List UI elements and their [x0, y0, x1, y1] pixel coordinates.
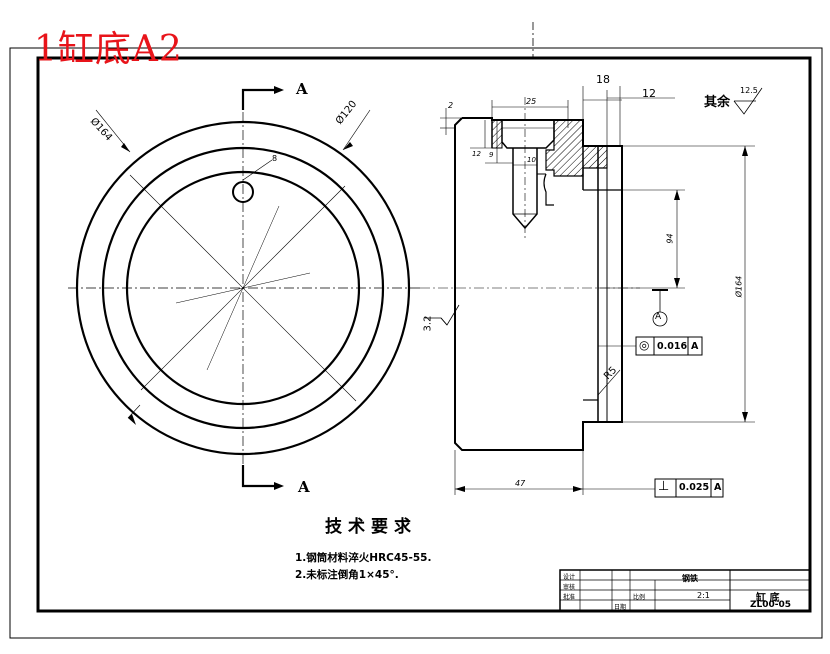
- tb-scale: 2:1: [697, 591, 710, 600]
- perp-symbol: ⊥: [658, 479, 670, 494]
- tb-part-name: 缸 底: [756, 593, 780, 604]
- title-block: [559, 569, 811, 612]
- dim-top-small: 2: [448, 101, 454, 110]
- section-label-top: A: [296, 80, 308, 98]
- dim-left-12: 12: [472, 150, 481, 158]
- dim-94: 94: [665, 233, 675, 244]
- requirement-item-1: 1.钢筒材料淬火HRC45-55.: [295, 552, 432, 564]
- section-marker-top: [241, 86, 284, 110]
- requirements-title: 技术要求: [325, 517, 417, 537]
- perp-datum: A: [714, 482, 722, 493]
- dim-18: 18: [596, 73, 610, 86]
- coaxial-symbol: ◎: [639, 338, 650, 352]
- left-view: [68, 109, 420, 465]
- other-roughness-value: 12.5: [740, 86, 758, 95]
- dim-12: 12: [642, 87, 656, 100]
- tb-cell-review: 审核: [563, 584, 576, 591]
- section-marker-bottom: [241, 465, 284, 490]
- requirement-item-2: 2.未标注倒角1×45°.: [295, 569, 399, 581]
- dim-25: 25: [526, 97, 537, 106]
- coaxial-datum: A: [691, 341, 699, 352]
- dim-left-9: 9: [489, 151, 494, 159]
- dim-47: 47: [515, 479, 526, 488]
- dim-10: 10: [527, 156, 536, 164]
- section-label-bottom: A: [298, 478, 310, 496]
- other-roughness-label: 其余: [704, 95, 731, 110]
- drawing-border: [36, 56, 812, 613]
- tb-material: 钢铁: [682, 574, 698, 583]
- right-section-view: [420, 86, 763, 498]
- tb-cell-approve: 批准: [563, 594, 576, 601]
- tb-cell-scale: 比例: [633, 594, 646, 601]
- drawing-title: 1缸底A2: [34, 29, 183, 70]
- dim-main-diameter: Ø164: [734, 275, 744, 298]
- coaxial-value: 0.016: [657, 341, 688, 352]
- outer-frame: [9, 47, 823, 639]
- datum-label: A: [655, 312, 662, 322]
- perp-value: 0.025: [679, 482, 710, 493]
- tb-cell-design: 设计: [563, 574, 576, 581]
- dim-hole-note: 8: [272, 154, 278, 163]
- tb-cell-date: 日期: [614, 604, 627, 611]
- tb-drawing-no: ZL00-05: [750, 600, 792, 610]
- roughness-left: 3.2: [422, 315, 434, 332]
